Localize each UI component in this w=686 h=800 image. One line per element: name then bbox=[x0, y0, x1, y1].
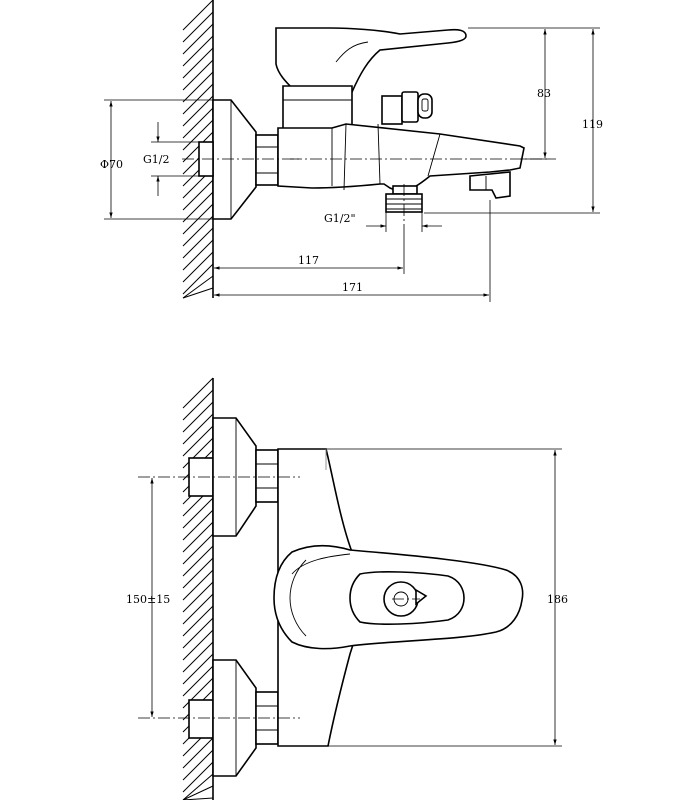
wall-hatch-line bbox=[182, 653, 214, 685]
dim-label-height-spout: 83 bbox=[537, 87, 551, 100]
wall-hatch-line bbox=[182, 521, 214, 553]
dim-label-depth-total: 171 bbox=[342, 281, 363, 294]
wall-hatch-line bbox=[182, 785, 214, 800]
dim-label-inlet-thread: G1/2 bbox=[143, 153, 170, 166]
wall-hatch-line bbox=[182, 761, 214, 793]
dim-label-depth-outlet: 117 bbox=[298, 254, 319, 267]
wall-hatch-line bbox=[182, 59, 214, 91]
wall-hatch-line bbox=[182, 677, 214, 709]
wall-hatch-line bbox=[182, 107, 214, 139]
dim-total-width: 186 bbox=[326, 448, 568, 747]
side-view: Φ70 G1/2 83 119 bbox=[100, 0, 603, 302]
wall-hatch-line bbox=[182, 287, 214, 299]
hex-nut bbox=[255, 134, 279, 186]
dim-depth-total: 171 bbox=[214, 200, 491, 302]
wall-hatch-line bbox=[182, 119, 214, 151]
wall-hatch-line bbox=[182, 275, 214, 299]
wall-hatch-line bbox=[182, 593, 214, 625]
wall-hatch-line bbox=[182, 263, 214, 295]
dim-flange-diameter: Φ70 bbox=[100, 99, 213, 220]
dim-height-spout: 83 bbox=[468, 27, 556, 160]
wall-hatch-line bbox=[182, 629, 214, 661]
dim-outlet-thread: G1/2" bbox=[324, 212, 442, 232]
wall-hatch-line bbox=[182, 71, 214, 103]
dim-label-height-total: 119 bbox=[582, 118, 603, 131]
wall-hatch-line bbox=[182, 251, 214, 283]
wall-hatch-line bbox=[182, 227, 214, 259]
wall-hatch-line bbox=[182, 389, 214, 421]
wall-hatch-line bbox=[182, 413, 214, 445]
spout-aerator bbox=[469, 171, 511, 199]
wall-hatch-line bbox=[182, 191, 214, 223]
wall-hatch-line bbox=[182, 401, 214, 433]
wall-hatch-line bbox=[182, 497, 214, 529]
wall-hatch-line bbox=[182, 11, 214, 43]
wall-hatch-line bbox=[182, 641, 214, 673]
wall-hatch-line bbox=[182, 749, 214, 781]
wall-hatch-line bbox=[182, 533, 214, 565]
dim-label-outlet-thread: G1/2" bbox=[324, 212, 356, 225]
front-view: 150±15 186 bbox=[126, 377, 568, 800]
wall-hatch-line bbox=[182, 425, 214, 457]
wall-hatch-line bbox=[182, 215, 214, 247]
wall-hatch-line bbox=[182, 557, 214, 589]
wall-hatch-line bbox=[182, 509, 214, 541]
wall-hatch-line bbox=[182, 437, 214, 469]
diverter-knob bbox=[381, 91, 433, 125]
wall-hatch-line bbox=[182, 617, 214, 649]
wall-hatch-line bbox=[182, 581, 214, 613]
wall-flange bbox=[212, 99, 257, 220]
dim-height-total: 119 bbox=[424, 27, 603, 214]
wall-hatch-line bbox=[182, 239, 214, 271]
wall-hatch-line bbox=[182, 35, 214, 67]
wall-hatch-line bbox=[182, 23, 214, 55]
wall-hatch-line bbox=[182, 665, 214, 697]
wall-hatch-line bbox=[182, 0, 214, 31]
wall-hatch-line bbox=[182, 179, 214, 211]
wall-hatch-line bbox=[182, 737, 214, 769]
wall-hatch-line bbox=[182, 47, 214, 79]
dim-inlet-thread: G1/2 bbox=[143, 122, 199, 196]
dim-depth-outlet: 117 bbox=[214, 226, 405, 274]
wall-hatch-line bbox=[182, 773, 214, 800]
dim-label-inlet-spacing: 150±15 bbox=[126, 593, 170, 606]
dim-label-flange-diameter: Φ70 bbox=[100, 158, 123, 171]
dim-label-total-width: 186 bbox=[547, 593, 568, 606]
wall-hatch-line bbox=[182, 605, 214, 637]
dim-inlet-spacing: 150±15 bbox=[126, 478, 170, 717]
wall-hatch-line bbox=[182, 131, 214, 163]
wall-hatch-line bbox=[182, 83, 214, 115]
wall-hatch-line bbox=[182, 95, 214, 127]
lever-handle bbox=[275, 27, 467, 93]
wall-hatch-line bbox=[182, 377, 214, 409]
wall-hatch-line bbox=[182, 569, 214, 601]
wall-hatch-line bbox=[182, 545, 214, 577]
